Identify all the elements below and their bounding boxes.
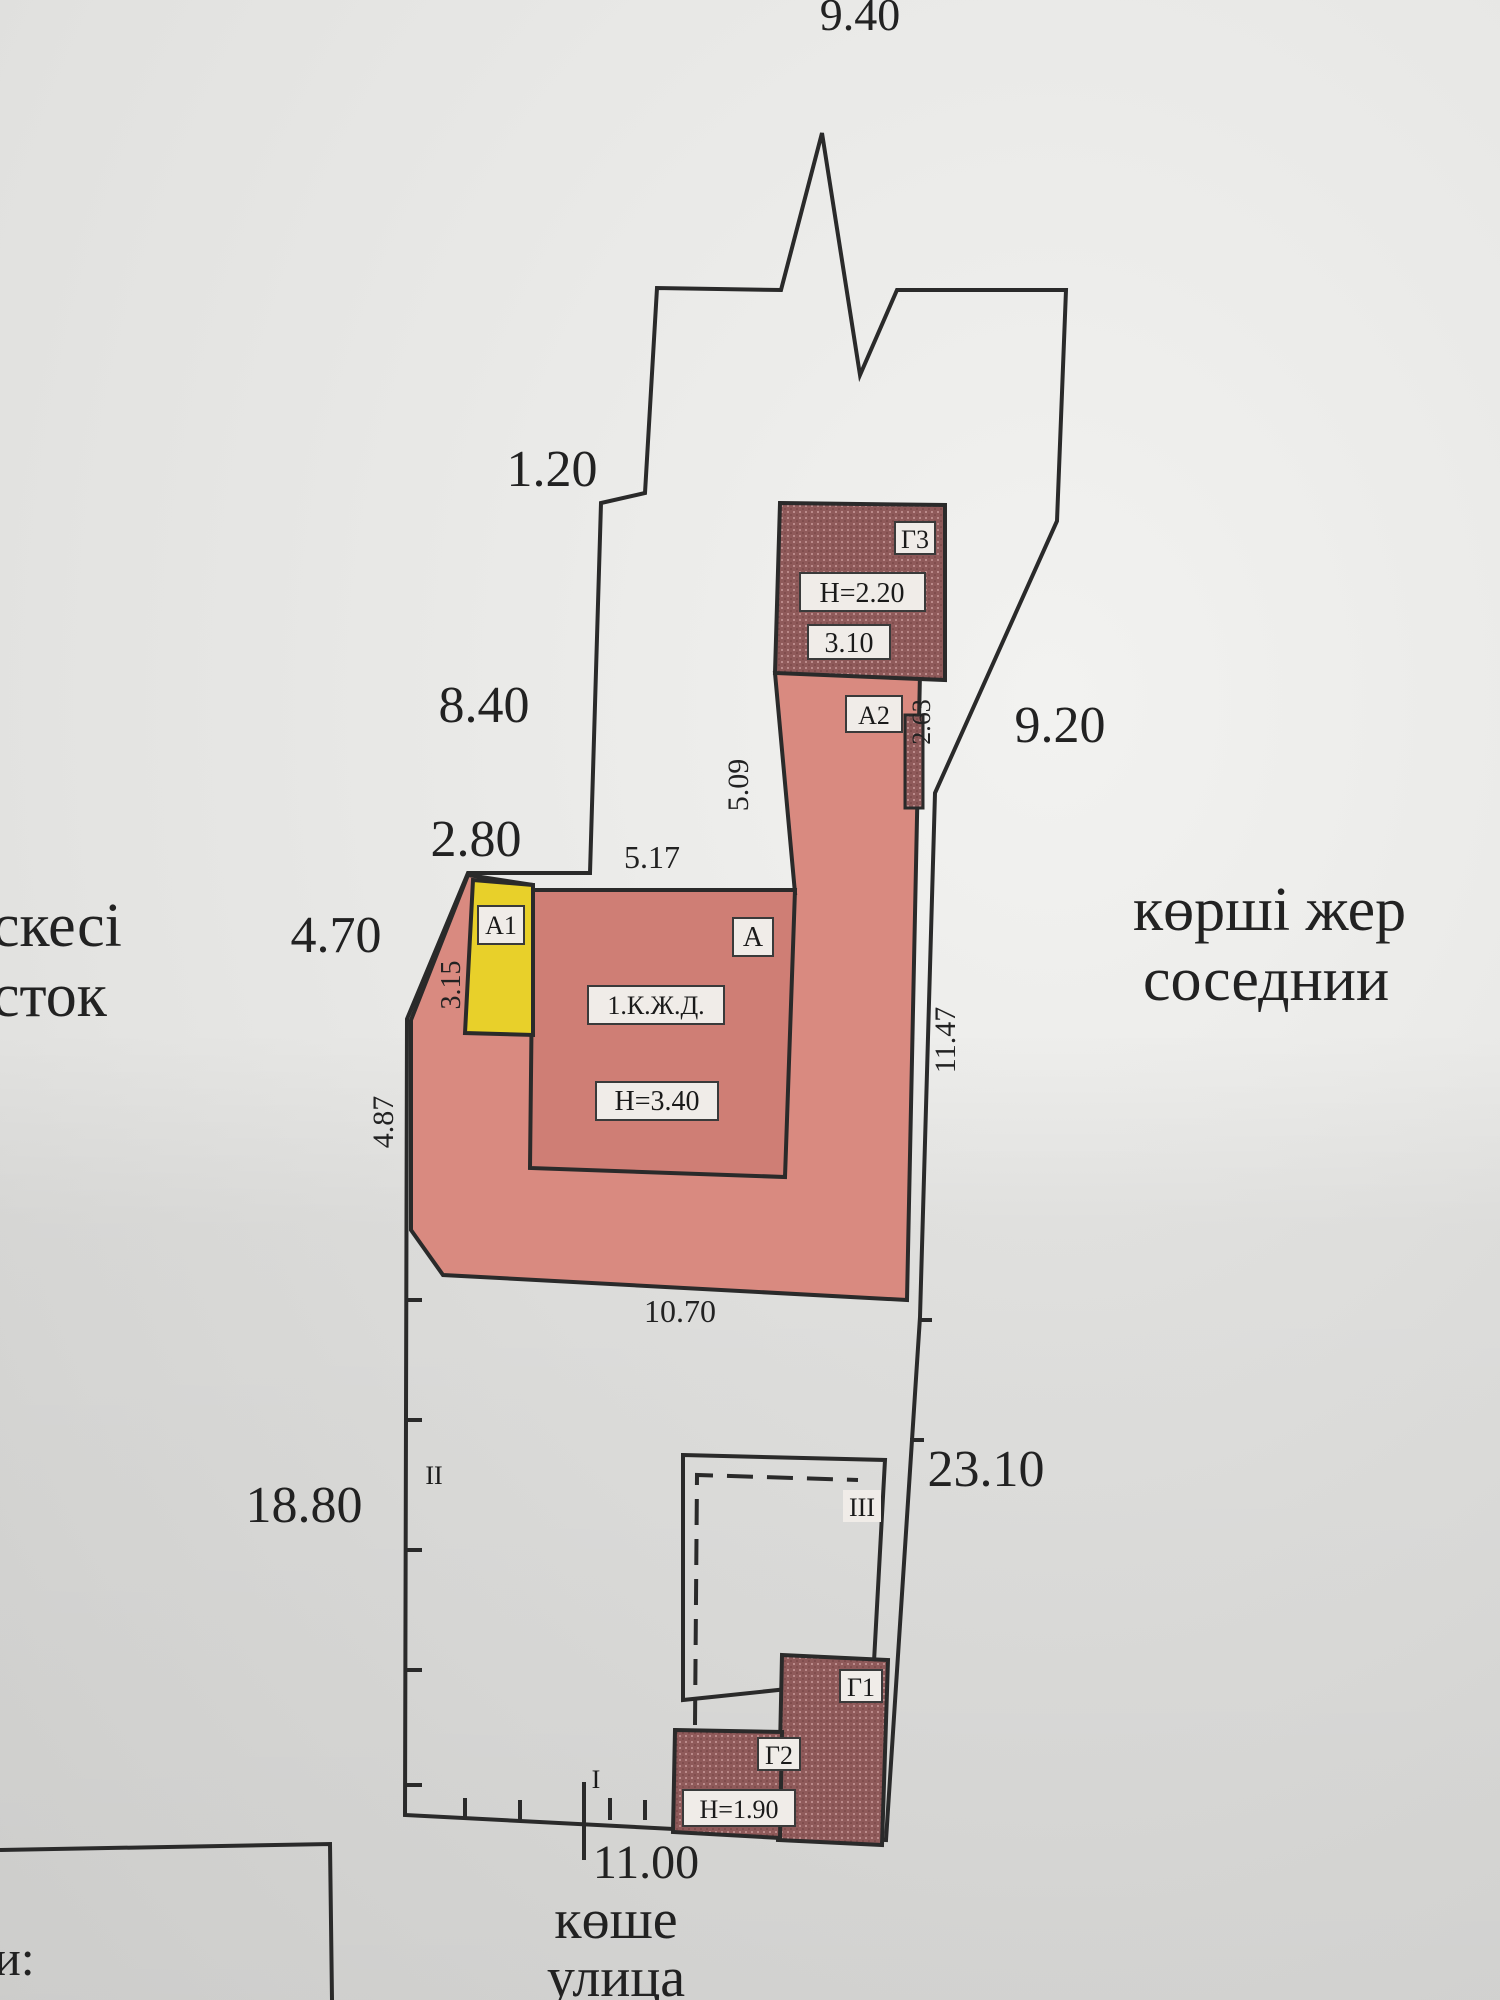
yard-ticks bbox=[407, 1298, 932, 1860]
label-a1: А1 bbox=[485, 911, 517, 940]
label-g2-height: H=1.90 bbox=[700, 1795, 779, 1824]
right-side-label-1: көрші жер bbox=[1133, 876, 1406, 944]
left-side-label-1: скесі bbox=[0, 892, 122, 960]
dim-left-corner: 2.80 bbox=[431, 811, 522, 868]
dim-right-diagonal: 9.20 bbox=[1015, 697, 1106, 754]
dim-a1-height: 3.15 bbox=[436, 961, 467, 1010]
building-a1 bbox=[462, 877, 535, 1038]
dim-right-wall: 11.47 bbox=[929, 1007, 962, 1073]
label-g3: Г3 bbox=[901, 525, 929, 554]
right-side-label-2: соседнии bbox=[1143, 946, 1389, 1014]
zone-3-label: III bbox=[849, 1493, 875, 1522]
zone-2-label: II bbox=[425, 1461, 442, 1490]
plot-boundary bbox=[402, 132, 1069, 1843]
dim-left-middle: 8.40 bbox=[439, 677, 530, 734]
label-box-borders bbox=[477, 521, 936, 1827]
label-a: А bbox=[743, 922, 764, 953]
dim-a2-width: 2.63 bbox=[907, 699, 936, 745]
building-a2-strip bbox=[903, 713, 925, 810]
label-g3-height: H=2.20 bbox=[819, 578, 904, 609]
dim-left-lower: 4.87 bbox=[367, 1096, 400, 1149]
dim-left-upper-step: 1.20 bbox=[507, 441, 598, 498]
dim-g3-width: 3.10 bbox=[825, 628, 874, 659]
dim-left-yard: 18.80 bbox=[246, 1477, 363, 1534]
label-a2: А2 bbox=[858, 701, 890, 730]
label-g2: Г2 bbox=[765, 1741, 793, 1770]
street-label-kazakh: көше bbox=[554, 1889, 677, 1951]
dim-inner-vertical: 5.09 bbox=[722, 759, 755, 812]
label-a-designation: 1.К.Ж.Д. bbox=[607, 991, 704, 1020]
dim-street-front: 11.00 bbox=[593, 1836, 699, 1889]
dim-wall-inner-top: 5.17 bbox=[624, 839, 680, 875]
label-boxes bbox=[478, 522, 935, 1826]
label-g1: Г1 bbox=[847, 1673, 875, 1702]
dim-bottom-house: 10.70 bbox=[644, 1293, 716, 1329]
label-a-height: H=3.40 bbox=[614, 1086, 699, 1117]
dim-left-short: 4.70 bbox=[291, 907, 382, 964]
zone-3-dashed bbox=[693, 1472, 859, 1726]
street-label-russian: улица bbox=[547, 1947, 685, 2000]
legend-fragment: и: bbox=[0, 1930, 35, 1986]
zone-1-label: I bbox=[592, 1765, 601, 1794]
legend-box bbox=[0, 1841, 334, 2000]
left-side-label-2: сток bbox=[0, 962, 108, 1030]
dim-top: 9.40 bbox=[820, 0, 901, 40]
dim-right-yard: 23.10 bbox=[928, 1441, 1045, 1498]
